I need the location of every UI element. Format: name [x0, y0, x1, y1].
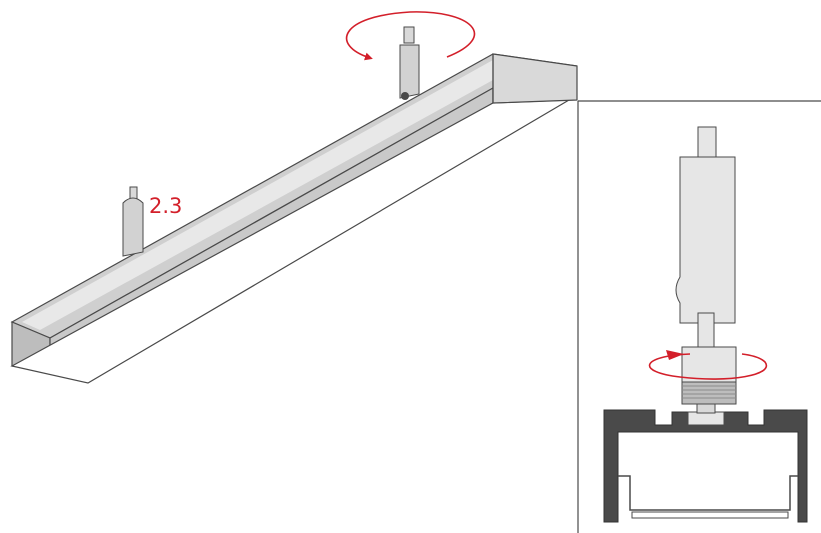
- threaded-screw-icon: [399, 26, 420, 100]
- profile-top-highlight: [22, 60, 560, 330]
- threaded-screw-icon: [122, 186, 144, 257]
- rotation-arrow-icon: [345, 11, 476, 61]
- mounting-slot-insert: [687, 411, 725, 426]
- rotation-arrow-icon: [648, 353, 768, 380]
- led-profile: [10, 11, 578, 384]
- profile-cross-section: [603, 403, 808, 523]
- profile-end-cap: [492, 53, 578, 104]
- cross-section-diffuser: [631, 511, 789, 519]
- suspension-rod-top: [697, 126, 717, 158]
- threaded-pin: [697, 312, 715, 348]
- detail-inset: [577, 100, 821, 533]
- profile-diffuser: [10, 99, 570, 384]
- connector-block: [681, 346, 737, 383]
- thread-ribs: [681, 381, 737, 405]
- coupling-sleeve: [675, 156, 736, 324]
- step-label: 2.3: [149, 194, 182, 218]
